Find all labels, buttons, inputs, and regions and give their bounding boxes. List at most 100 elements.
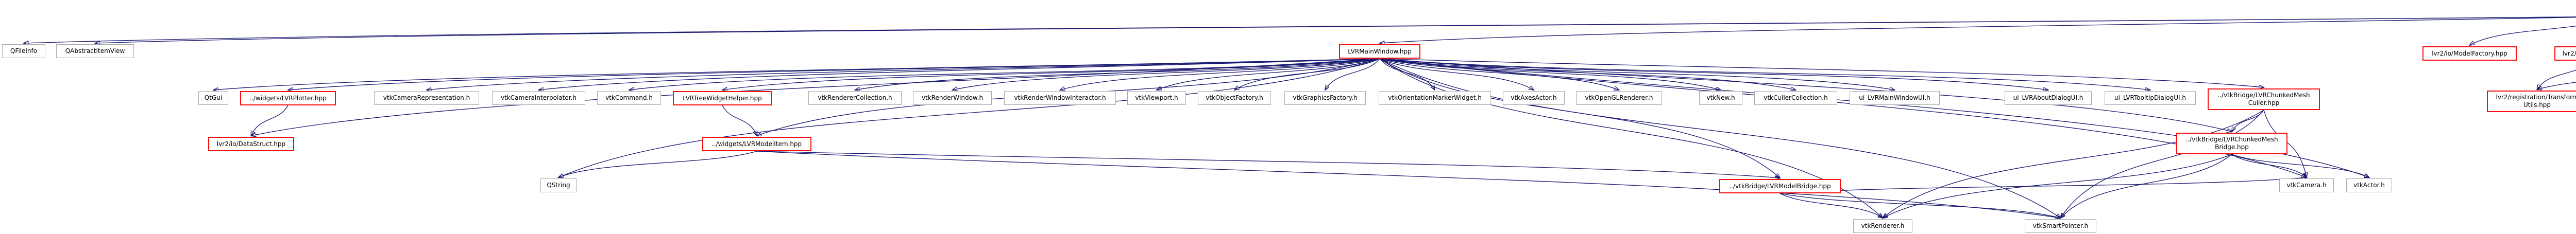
- edge-lvrmainwindow-hpp-to-ui-lvrtooltipdialogui: [1379, 58, 2150, 90]
- edge-lvrmainwindow-hpp-to-ui-lvraboutdialogui: [1379, 58, 2048, 90]
- node-label: vtkGraphicsFactory.h: [1293, 94, 1358, 101]
- node-label: Bridge.hpp: [2215, 143, 2249, 151]
- node-datastruct[interactable]: lvr2/io/DataStruct.hpp: [208, 137, 294, 151]
- node-lvrplotter[interactable]: ../widgets/LVRPlotter.hpp: [240, 91, 336, 105]
- edge-lvrmainwindow-hpp-to-vtkrenderwindow: [953, 58, 1380, 90]
- edge-lvrmainwindow-hpp-to-qstring: [558, 58, 1380, 177]
- edge-lvrmainwindow-cpp-to-qabstractitemview: [95, 16, 2576, 43]
- edge-lvrplotter-to-datastruct: [251, 105, 289, 136]
- edge-modelitem-to-qstring: [558, 151, 757, 177]
- node-qabstractitemview[interactable]: QAbstractItemView: [56, 44, 134, 58]
- edge-modelitem-to-modelbridge: [756, 151, 1780, 178]
- edge-icppointalign-to-transformutils: [2537, 82, 2576, 89]
- edge-lvrmainwindow-hpp-to-vtkcamerainterpolator: [539, 58, 1380, 90]
- edge-lvrmainwindow-hpp-to-vtksmartpointer: [1379, 58, 2061, 218]
- node-label: ../vtkBridge/LVRModelBridge.hpp: [1729, 182, 1831, 190]
- node-modelfactory[interactable]: lvr2/io/ModelFactory.hpp: [2422, 46, 2517, 61]
- node-label: LVRTreeWidgetHelper.hpp: [683, 94, 762, 102]
- node-lvrtreewidgethelper[interactable]: LVRTreeWidgetHelper.hpp: [673, 91, 772, 105]
- node-vtkorientationmarkerwidget[interactable]: vtkOrientationMarkerWidget.h: [1379, 91, 1491, 105]
- node-label: ui_LVRMainWindowUI.h: [1859, 94, 1930, 101]
- node-vtkcullercollection[interactable]: vtkCullerCollection.h: [1754, 91, 1837, 105]
- edge-chunkedmeshbridge-to-vtkrenderer: [1883, 154, 2232, 218]
- edge-chunkedmeshculler-to-vtksmartpointer: [2061, 110, 2264, 218]
- node-label: lvr2/registration/Transform: [2496, 94, 2576, 101]
- node-vtkviewport[interactable]: vtkViewport.h: [1127, 91, 1186, 105]
- edge-lvrmainwindow-hpp-to-vtknew: [1379, 58, 1721, 90]
- node-lvrmainwindow-hpp[interactable]: LVRMainWindow.hpp: [1339, 44, 1420, 59]
- node-label: vtkSmartPointer.h: [2032, 222, 2089, 229]
- edge-lvrmainwindow-hpp-to-vtkaxesactor: [1379, 58, 1534, 90]
- edge-lvrmainwindow-hpp-to-ui-lvrmainwindowui: [1379, 58, 1895, 90]
- node-vtkrenderwindow[interactable]: vtkRenderWindow.h: [913, 91, 992, 105]
- node-label: ../vtkBridge/LVRChunkedMesh: [2185, 136, 2278, 143]
- node-ui-lvrtooltipdialogui[interactable]: ui_LVRTooltipDialogUI.h: [2105, 91, 2196, 105]
- node-vtknew[interactable]: vtkNew.h: [1699, 91, 1742, 105]
- edge-lvrmainwindow-hpp-to-lvrplotter: [288, 58, 1380, 90]
- node-vtksmartpointer[interactable]: vtkSmartPointer.h: [2025, 219, 2096, 233]
- node-label: vtkObjectFactory.h: [1206, 94, 1263, 101]
- node-vtkactor[interactable]: vtkActor.h: [2346, 178, 2392, 192]
- node-label: ../widgets/LVRPlotter.hpp: [249, 94, 327, 102]
- edge-lvrmainwindow-cpp-to-modelfactory: [2470, 26, 2576, 45]
- node-label: QFileInfo: [10, 47, 38, 55]
- edge-lvrtreewidgethelper-to-modelitem: [722, 105, 757, 136]
- node-label: Utils.hpp: [2523, 101, 2551, 109]
- node-vtkgraphicsfactory[interactable]: vtkGraphicsFactory.h: [1284, 91, 1366, 105]
- node-vtkcamera[interactable]: vtkCamera.h: [2279, 178, 2334, 192]
- node-modelitem[interactable]: ../widgets/LVRModelItem.hpp: [702, 137, 811, 151]
- node-label: ui_LVRAboutDialogUI.h: [2013, 94, 2083, 101]
- node-label: vtkActor.h: [2353, 182, 2385, 189]
- node-label: lvr2/io/ModelFactory.hpp: [2432, 49, 2507, 57]
- edge-lvrmainwindow-hpp-to-chunkedmeshbridge: [1379, 58, 2232, 132]
- edge-chunkedmeshbridge-to-vtkcamera: [2231, 154, 2307, 177]
- node-label: LVRMainWindow.hpp: [1348, 47, 1412, 55]
- node-label: ../widgets/LVRModelItem.hpp: [711, 140, 802, 148]
- edge-lvrmainwindow-hpp-to-vtkorientationmarkerwidget: [1379, 58, 1435, 90]
- edge-chunkedmeshculler-to-vtkrenderer: [1883, 110, 2264, 218]
- node-vtkobjectfactory[interactable]: vtkObjectFactory.h: [1198, 91, 1271, 105]
- node-vtkrenderer[interactable]: vtkRenderer.h: [1853, 219, 1912, 233]
- edge-lvrmainwindow-hpp-to-vtkopenglrenderer: [1379, 58, 1619, 90]
- node-vtkrenderwindowinteractor[interactable]: vtkRenderWindowInteractor.h: [1004, 91, 1116, 105]
- edge-lvrmainwindow-hpp-to-lvrtreewidgethelper: [722, 58, 1380, 90]
- node-ui-lvraboutdialogui[interactable]: ui_LVRAboutDialogUI.h: [2005, 91, 2092, 105]
- node-modelbridge[interactable]: ../vtkBridge/LVRModelBridge.hpp: [1719, 179, 1841, 193]
- node-label: lvr2/io/IOUtils.hpp: [2562, 49, 2576, 57]
- node-label: vtkCamera.h: [2286, 182, 2327, 189]
- node-label: vtkNew.h: [1706, 94, 1735, 101]
- node-label: ui_LVRTooltipDialogUI.h: [2114, 94, 2186, 101]
- node-qfileinfo[interactable]: QFileInfo: [2, 44, 45, 58]
- node-ioutils[interactable]: lvr2/io/IOUtils.hpp: [2554, 46, 2576, 61]
- node-label: QtGui: [204, 94, 223, 101]
- node-label: vtkAxesActor.h: [1511, 94, 1557, 101]
- node-label: vtkOrientationMarkerWidget.h: [1388, 94, 1482, 101]
- node-vtkopenglrenderer[interactable]: vtkOpenGLRenderer.h: [1576, 91, 1662, 105]
- edge-chunkedmeshbridge-to-vtkactor: [2231, 154, 2369, 177]
- node-vtkaxesactor[interactable]: vtkAxesActor.h: [1503, 91, 1565, 105]
- node-label: QString: [547, 182, 570, 189]
- edge-modelbridge-to-vtkcamera: [1780, 177, 2307, 194]
- node-qstring[interactable]: QString: [540, 178, 577, 192]
- edge-chunkedmeshbridge-to-vtksmartpointer: [2061, 154, 2232, 218]
- node-ui-lvrmainwindowui[interactable]: ui_LVRMainWindowUI.h: [1850, 91, 1940, 105]
- edge-lvrmainwindow-cpp-to-lvrmainwindow-hpp: [1380, 17, 2576, 43]
- node-label: lvr2/io/DataStruct.hpp: [216, 140, 286, 148]
- node-label: QAbstractItemView: [65, 47, 125, 55]
- edge-modelbridge-to-vtkrenderer: [1780, 193, 1883, 218]
- node-vtkcommand[interactable]: vtkCommand.h: [597, 91, 661, 105]
- node-label: vtkCommand.h: [605, 94, 653, 101]
- node-qtgui[interactable]: QtGui: [198, 91, 228, 105]
- node-vtkcamerainterpolator[interactable]: vtkCameraInterpolator.h: [492, 91, 585, 105]
- edge-lvrmainwindow-hpp-to-chunkedmeshculler: [1379, 58, 2264, 87]
- edge-lvrmainwindow-hpp-to-modelbridge: [1379, 58, 1780, 178]
- node-vtkcamerarepresentation[interactable]: vtkCameraRepresentation.h: [374, 91, 479, 105]
- node-vtkrenderercollection[interactable]: vtkRendererCollection.h: [808, 91, 902, 105]
- edge-lvrmainwindow-hpp-to-datastruct: [251, 58, 1380, 136]
- node-label: vtkRenderer.h: [1861, 222, 1905, 229]
